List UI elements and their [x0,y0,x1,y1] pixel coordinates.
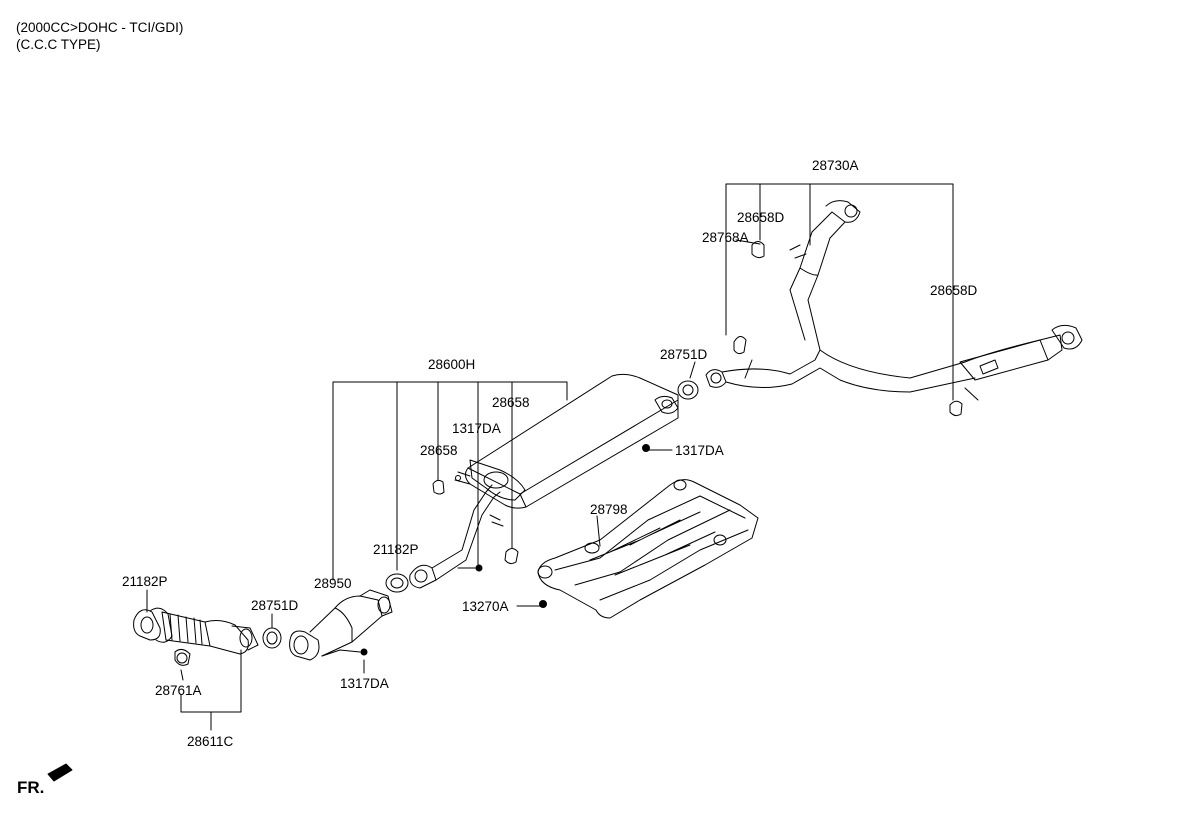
center-muffler-28600H [409,373,679,589]
gasket-28751D-lower [262,627,282,649]
label-1317DA-upper: 1317DA [452,421,501,436]
label-28658D-upper: 28658D [737,210,785,225]
gasket-28751D-upper [677,380,699,400]
part-labels: 28730A 28658D 28768A 28658D 28751D 28600… [17,158,978,797]
type-spec-label: (C.C.C TYPE) [16,37,101,52]
front-direction-label: FR. [17,778,44,797]
label-28751D-upper: 28751D [660,347,708,362]
label-28798: 28798 [590,502,628,517]
engine-spec-label: (2000CC>DOHC - TCI/GDI) [16,20,184,35]
front-pipe-28611C [133,607,259,666]
label-21182P-middle: 21182P [373,542,419,557]
rear-muffler-28730A [705,200,1083,417]
label-1317DA-lower: 1317DA [340,676,389,691]
label-28600H: 28600H [428,357,475,372]
gasket-21182P-middle [385,573,409,593]
front-direction-arrow-icon [47,763,73,782]
label-28658-upper: 28658 [492,395,530,410]
leader-lines [146,183,954,731]
label-21182P-left: 21182P [122,574,168,589]
label-28658-lower: 28658 [420,443,458,458]
label-1317DA-right: 1317DA [675,443,724,458]
label-13270A: 13270A [462,599,509,614]
heat-shield-28798 [537,479,759,619]
label-28950: 28950 [314,576,352,591]
label-28658D-right: 28658D [930,283,978,298]
label-28611C: 28611C [187,734,234,749]
catalytic-converter-28950 [289,589,393,661]
label-28768A: 28768A [702,230,749,245]
label-28730A: 28730A [812,158,859,173]
label-28751D-lower: 28751D [251,598,299,613]
label-28761A: 28761A [155,683,202,698]
